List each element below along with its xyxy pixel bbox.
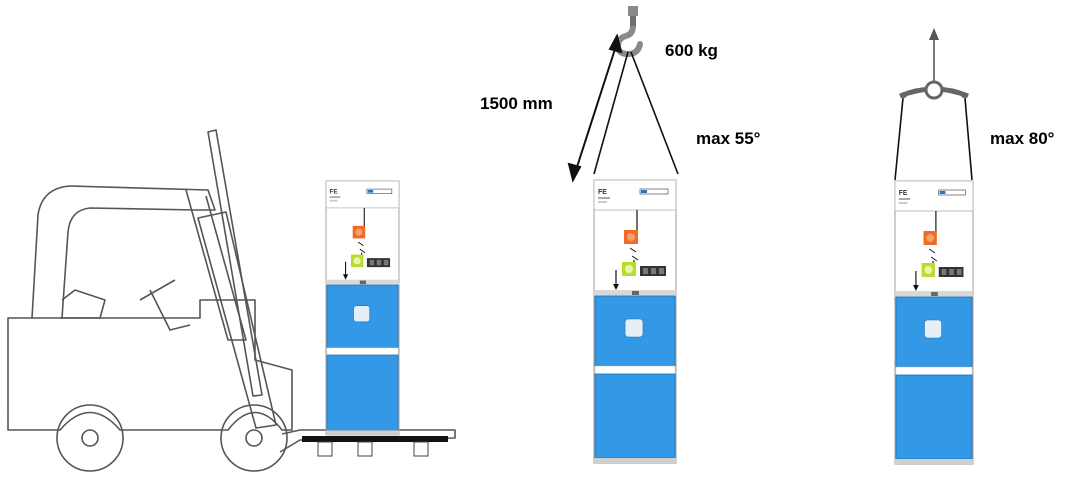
max-angle-hook-label: max 55° xyxy=(696,129,761,148)
seat xyxy=(60,289,106,319)
front-wheel-left-hub xyxy=(81,429,99,447)
slings-beam xyxy=(894,97,973,181)
front-wheel-left xyxy=(56,404,124,472)
load-weight-label: 600 kg xyxy=(665,41,718,60)
crane-hook-icon xyxy=(614,6,643,58)
forklift-body xyxy=(7,299,293,431)
sling-length-label: 1500 mm xyxy=(480,94,553,113)
forklift-cab xyxy=(31,185,216,319)
switchgear-panel-hook xyxy=(593,179,677,464)
forklift-cab-pillar xyxy=(185,189,247,341)
lifting-beam xyxy=(899,28,969,100)
forklift xyxy=(7,129,456,472)
max-angle-beam-label: max 80° xyxy=(990,129,1055,148)
sling-length-arrow xyxy=(567,33,623,183)
slings-hook xyxy=(593,51,679,175)
switchgear-panel-forklift xyxy=(325,180,400,436)
steering-wheel xyxy=(139,279,191,331)
forklift-mast-outer xyxy=(197,211,277,429)
forklift-mast-inner xyxy=(207,129,263,397)
rear-wheel-hub xyxy=(245,429,263,447)
switchgear-panel-beam xyxy=(894,180,974,465)
forklift-fork xyxy=(279,429,456,453)
rear-wheel xyxy=(220,404,288,472)
pallet xyxy=(302,436,448,457)
